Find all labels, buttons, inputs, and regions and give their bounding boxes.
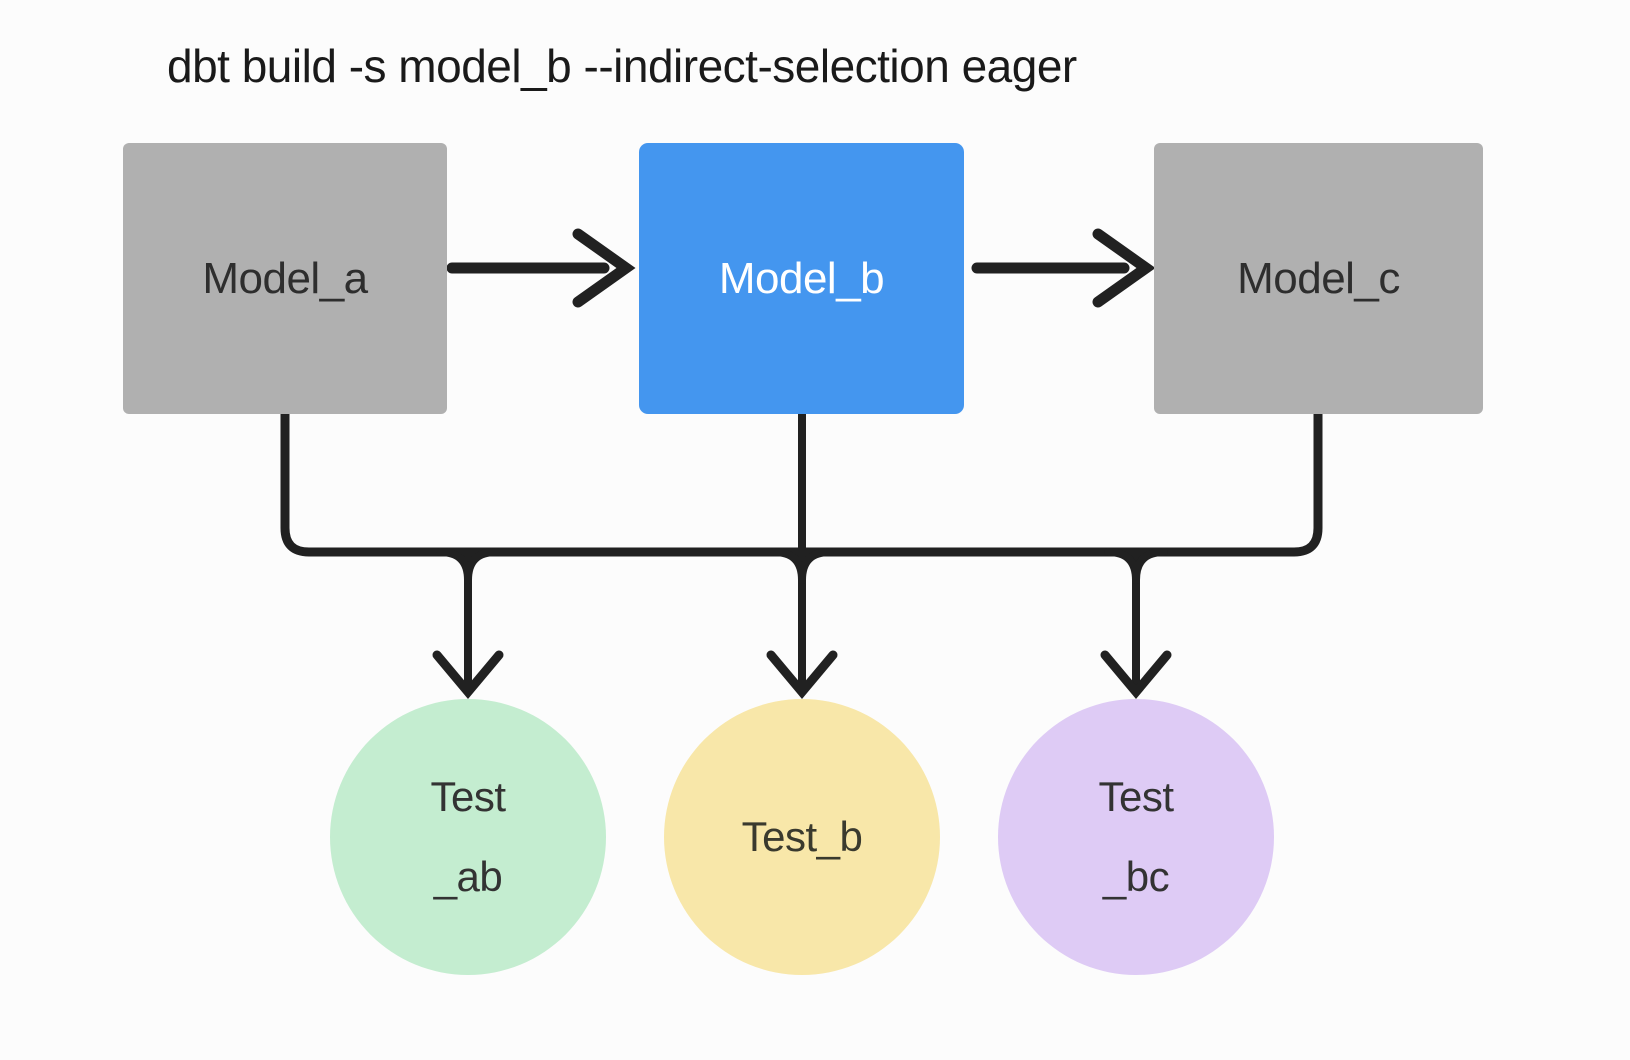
test-b-node: Test_b: [664, 699, 940, 975]
diagram-title: dbt build -s model_b --indirect-selectio…: [167, 40, 1077, 92]
model-a-label: Model_a: [202, 253, 368, 303]
drop-test-bc-shoulders: [1104, 548, 1168, 584]
test-ab-label-line2: _ab: [433, 853, 503, 900]
model-a-node: Model_a: [123, 143, 447, 414]
drop-model-b-shoulders: [770, 548, 834, 584]
model-b-label: Model_b: [718, 253, 885, 303]
arrow-a-to-b-head-icon: [572, 228, 636, 308]
drop-test-ab-shoulders: [436, 548, 500, 584]
arrowhead-test-ab-icon: [432, 650, 504, 700]
model-c-label: Model_c: [1237, 253, 1400, 303]
arrowhead-test-b-icon: [766, 650, 838, 700]
test-b-label-line1: Test_b: [741, 813, 863, 860]
model-b-node: Model_b: [639, 143, 964, 414]
test-bc-label-line1: Test: [1098, 773, 1174, 820]
test-ab-label-line1: Test: [430, 773, 506, 820]
arrow-b-to-c-head-icon: [1092, 228, 1156, 308]
test-ab-node: Test _ab: [330, 699, 606, 975]
model-c-node: Model_c: [1154, 143, 1483, 414]
test-bc-label-line2: _bc: [1102, 853, 1170, 900]
arrowhead-test-bc-icon: [1100, 650, 1172, 700]
test-bc-node: Test _bc: [998, 699, 1274, 975]
